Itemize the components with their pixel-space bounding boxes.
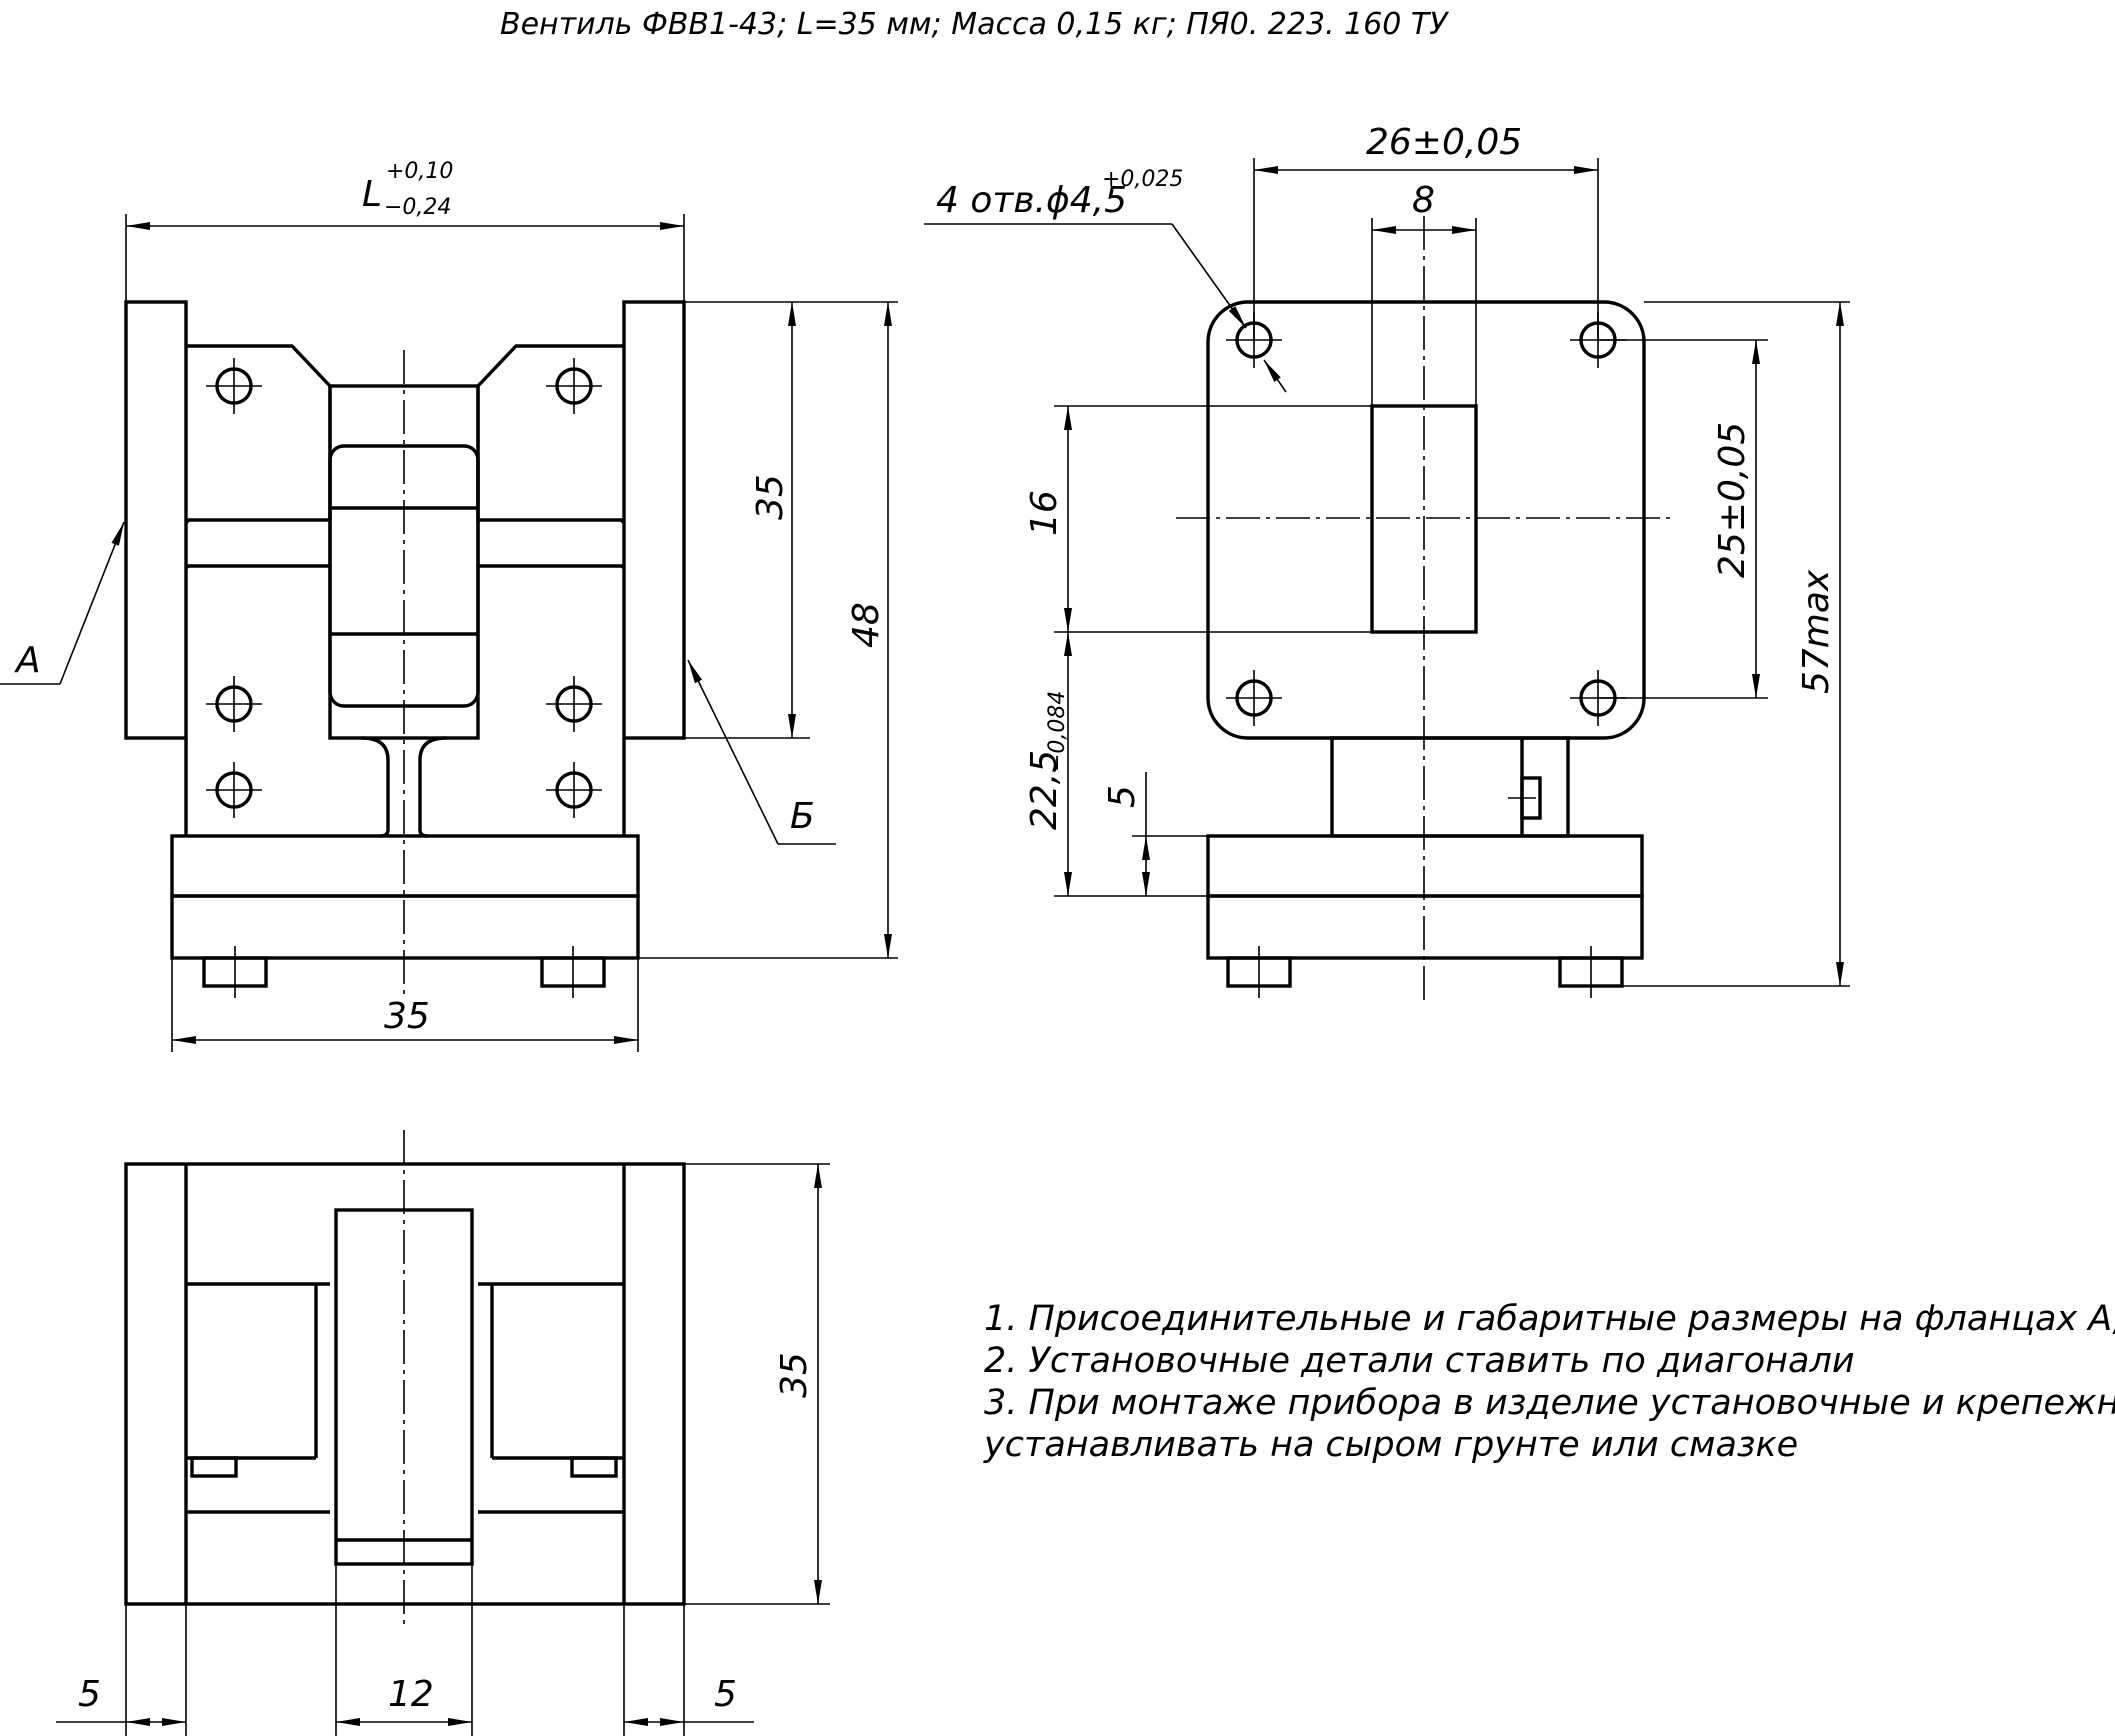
length-tol-lower: −0,24	[384, 195, 451, 220]
max-height-label: 57max	[1796, 569, 1837, 694]
left-flange	[124, 300, 188, 740]
drawing-title: Вентиль ФВВ1-43; L=35 мм; Масса 0,15 кг;…	[500, 7, 1449, 42]
axis-height-label: 22,5	[1024, 750, 1065, 830]
total-height-label: 48	[846, 602, 887, 648]
top-flange-right-label: 5	[714, 1674, 737, 1715]
top-center-width-label: 12	[388, 1674, 434, 1715]
top-screw-right	[570, 1456, 618, 1478]
axis-height-tol: −0,084	[1045, 691, 1070, 772]
front-base-top	[170, 834, 640, 898]
window-height-label: 16	[1024, 490, 1065, 536]
screw-holes	[206, 358, 602, 818]
note-3: 3. При монтаже прибора в изделие установ…	[984, 1383, 2115, 1423]
top-screw-left	[190, 1456, 238, 1478]
right-flange	[622, 300, 686, 740]
length-label: L	[362, 174, 382, 215]
left-body-plate	[184, 344, 332, 836]
top-outline	[124, 1162, 686, 1606]
flange-holes	[1226, 312, 1626, 726]
flange-b-label: Б	[790, 796, 815, 837]
note-1: 1. Присоединительные и габаритные размер…	[984, 1299, 2115, 1339]
flange-a-label: А	[14, 640, 41, 681]
front-view: L +0,10 −0,24 35 48 35 А Б	[0, 159, 898, 1052]
hole-spacing-v-label: 25±0,05	[1712, 422, 1753, 578]
note-3-cont: устанавливать на сыром грунте или смазке	[983, 1425, 1798, 1465]
length-tol-upper: +0,10	[386, 159, 453, 184]
waveguide-strip	[185, 519, 625, 573]
notes: 1. Присоединительные и габаритные размер…	[983, 1299, 2115, 1465]
hole-spacing-h-label: 26±0,05	[1366, 122, 1522, 163]
side-support	[1330, 736, 1570, 838]
side-flange	[1206, 300, 1646, 740]
side-base-bottom	[1206, 894, 1644, 960]
top-depth-label: 35	[774, 1352, 815, 1398]
flange-height-label: 35	[750, 474, 791, 520]
top-view: 35 5 12 5	[56, 1130, 830, 1736]
window-width-label: 8	[1412, 180, 1435, 221]
side-view: 26±0,05 8 4 отв.ϕ4,5 +0,025 25±0,05 57ma…	[924, 122, 1850, 1004]
note-2: 2. Установочные детали ставить по диагон…	[984, 1341, 1855, 1381]
base-width-label: 35	[384, 996, 430, 1037]
holes-label: 4 отв.ϕ4,5	[936, 180, 1127, 221]
base-thickness-label: 5	[1102, 785, 1143, 808]
holes-tol: +0,025	[1102, 167, 1183, 192]
side-base-top	[1206, 834, 1644, 898]
right-body-plate	[476, 344, 626, 836]
front-base-bottom	[170, 894, 640, 960]
top-flange-left-label: 5	[78, 1674, 101, 1715]
